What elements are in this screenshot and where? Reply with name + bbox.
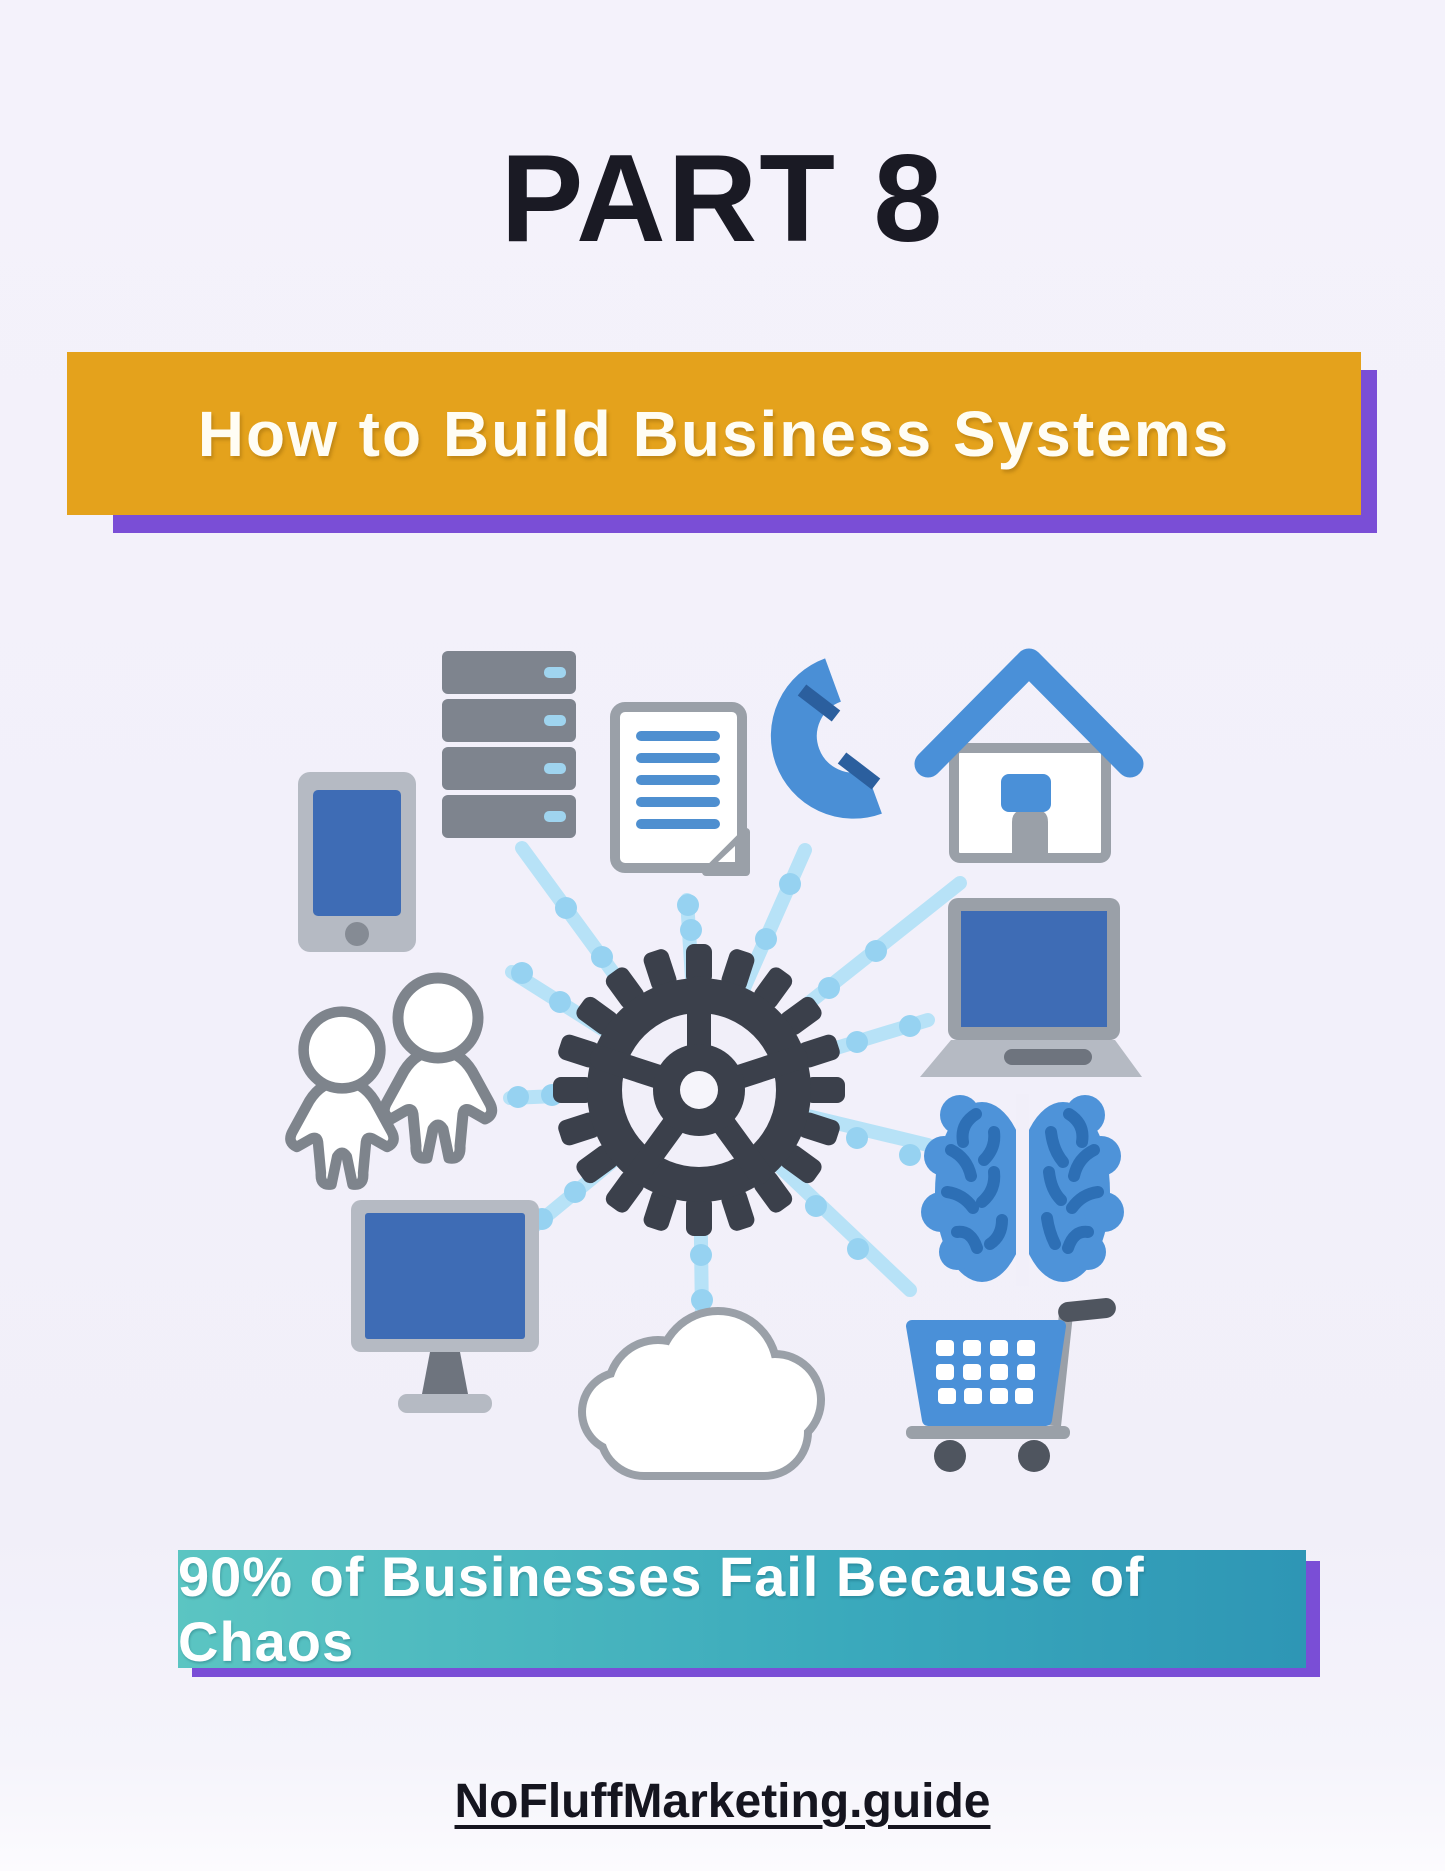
monitor-icon xyxy=(351,1200,539,1413)
gear-icon xyxy=(553,944,845,1236)
tablet-icon xyxy=(298,772,416,952)
cloud-icon xyxy=(578,1307,825,1480)
title-banner: How to Build Business Systems xyxy=(67,352,1361,515)
house-icon xyxy=(914,648,1144,863)
brain-icon xyxy=(921,1094,1124,1286)
footer-site-link[interactable]: NoFluffMarketing.guide xyxy=(454,1775,991,1828)
page-title: PART 8 xyxy=(500,130,945,268)
server-icon xyxy=(442,651,576,838)
stat-banner-text: 90% of Businesses Fail Because of Chaos xyxy=(178,1545,1145,1673)
stat-banner: 90% of Businesses Fail Because of Chaos xyxy=(178,1545,1306,1673)
shopping-cart-icon xyxy=(906,1298,1116,1472)
laptop-icon xyxy=(920,898,1142,1077)
people-icon xyxy=(290,978,491,1185)
title-banner-text: How to Build Business Systems xyxy=(197,397,1231,470)
business-systems-illustration xyxy=(260,648,1144,1480)
phone-icon xyxy=(770,658,882,819)
document-icon xyxy=(610,702,750,876)
